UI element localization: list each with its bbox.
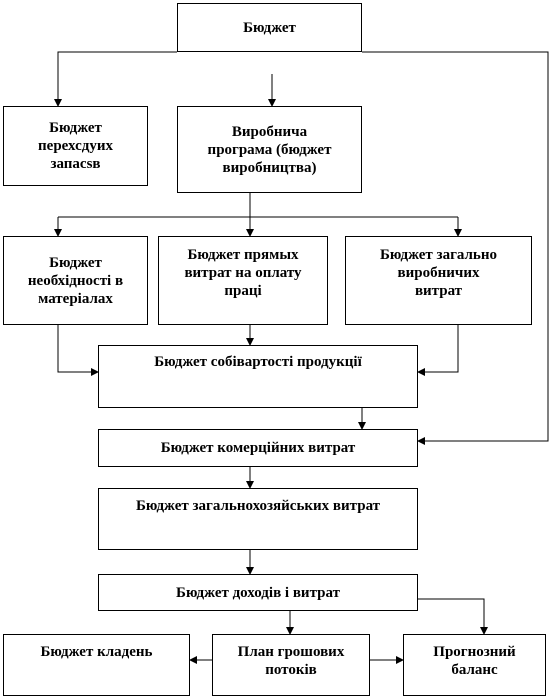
node-forecast-balance: Прогнозний баланс	[403, 634, 546, 696]
node-materials-budget: Бюджет необхідності в матеріалах	[3, 236, 148, 325]
node-reserves-budget: Бюджет перехсдуих запаcsв	[3, 106, 148, 186]
node-direct-labor-budget: Бюджет прямых витрат на оплату праці	[158, 236, 328, 325]
node-cash-flow-plan: План грошових потоків	[212, 634, 370, 696]
arrow-materials-to-cost	[57, 325, 99, 376]
node-production-program: Виробнича програма (бюджет виробництва)	[177, 106, 362, 193]
node-deposits-budget: Бюджет кладень	[3, 634, 190, 696]
node-income-expenses-budget: Бюджет доходів і витрат	[98, 574, 418, 611]
node-overhead-budget: Бюджет загально виробничих витрат	[345, 236, 532, 325]
arrow-budget-to-reserves	[54, 51, 177, 107]
node-general-admin-budget: Бюджет загальнохозяйських витрат	[98, 488, 418, 550]
arrow-budget-to-commercial	[362, 51, 549, 445]
node-commercial-budget: Бюджет комерційних витрат	[98, 429, 418, 467]
node-budget: Бюджет	[177, 3, 362, 52]
node-cost-budget: Бюджет собівартості продукції	[98, 345, 418, 408]
arrow-income-to-forecast	[418, 598, 488, 635]
arrow-overhead-to-cost	[417, 325, 459, 376]
